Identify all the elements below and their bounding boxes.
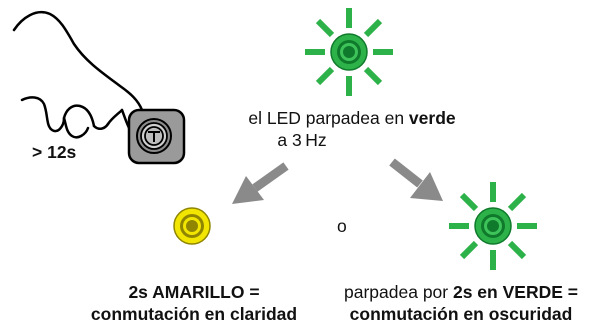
led-info-line1: el LED parpadea en verde <box>222 108 482 128</box>
or-label: o <box>337 216 347 236</box>
hold-duration-label: > 12s <box>32 142 77 162</box>
yellow-led-icon <box>173 207 211 245</box>
led-info-line2: a 3 Hz <box>277 130 327 150</box>
led-info-line1-prefix: el LED parpadea en <box>248 108 409 128</box>
left-caption-line2: conmutación en claridad <box>90 304 298 324</box>
right-caption-line1-bold: 2s en VERDE = <box>452 282 578 302</box>
pressing-hand-illustration <box>12 11 147 139</box>
right-caption-line2: conmutación en oscuridad <box>349 304 573 324</box>
led-info-color: verde <box>408 108 456 128</box>
arrow-down-right-icon <box>389 158 443 201</box>
left-caption-line1: 2s AMARILLO = <box>128 282 260 302</box>
arrow-down-left-icon <box>232 162 289 204</box>
right-caption-line1-prefix: parpadea por <box>344 282 453 302</box>
right-caption-line1: parpadea por 2s en VERDE = <box>318 282 604 302</box>
green-led-blinking-dark-icon <box>449 182 537 270</box>
push-button-icon <box>127 108 186 165</box>
green-led-blinking-icon <box>305 8 393 96</box>
